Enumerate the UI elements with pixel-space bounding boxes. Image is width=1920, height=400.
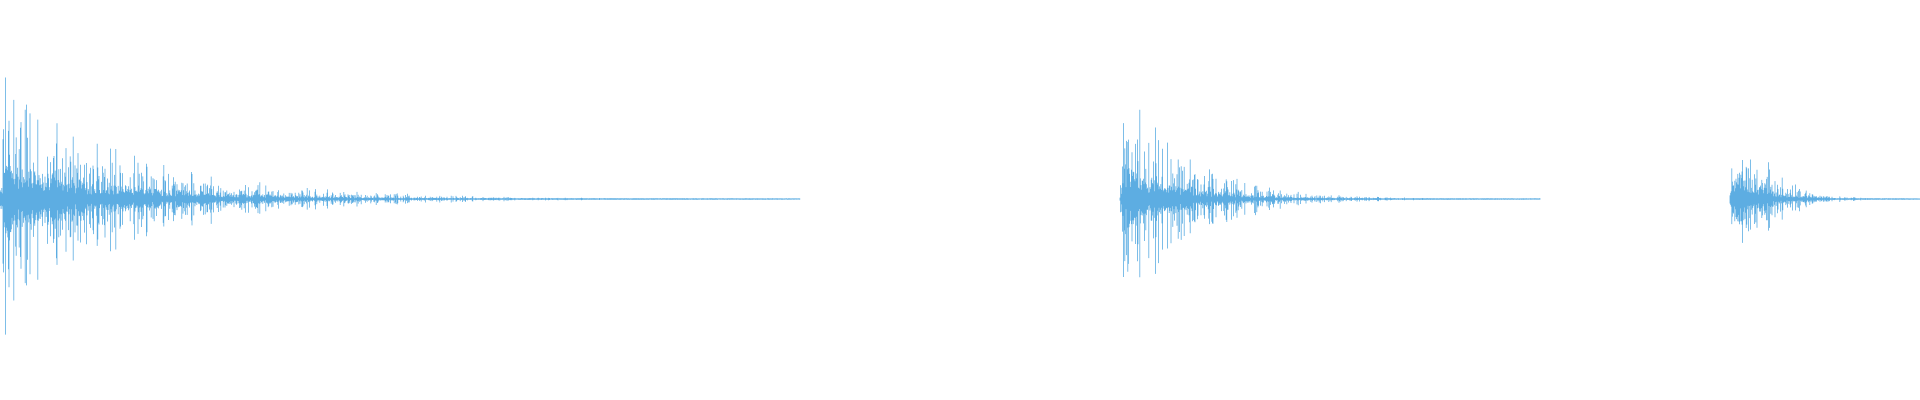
waveform-path [0,77,1920,335]
waveform-trace [0,77,1920,335]
